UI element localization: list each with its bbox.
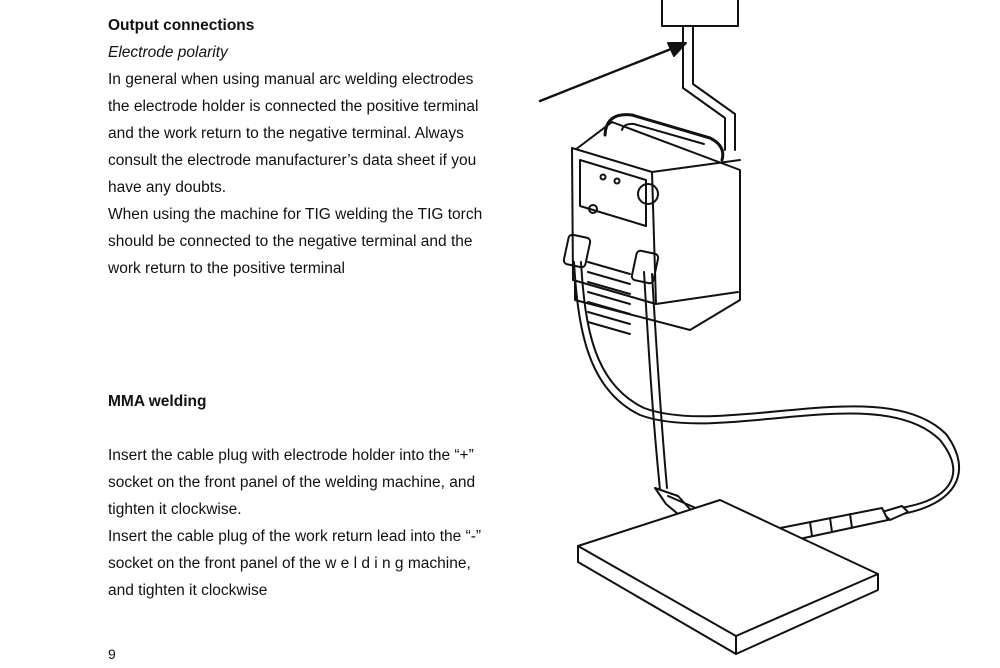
paragraph-line: When using the machine for TIG welding t…: [108, 206, 483, 223]
section-subheading: Electrode polarity: [108, 44, 228, 61]
paragraph-line: socket on the front panel of the w e l d…: [108, 555, 471, 572]
work-return-cable: [643, 271, 661, 491]
section-heading: MMA welding: [108, 393, 207, 410]
output-connections-section: Output connections Electrode polarity In…: [108, 12, 528, 282]
paragraph-line: socket on the front panel of the welding…: [108, 474, 476, 491]
paragraph-line: should be connected to the negative term…: [108, 233, 473, 250]
power-cord: [682, 25, 726, 151]
paragraph-line: and the work return to the negative term…: [108, 125, 464, 142]
electrode-cable: [573, 261, 955, 509]
arrow-icon: [538, 45, 678, 103]
paragraph-line: the electrode holder is connected the po…: [108, 98, 479, 115]
paragraph-line: Insert the cable plug of the work return…: [108, 528, 482, 545]
paragraph-line: work return to the positive terminal: [108, 260, 345, 277]
paragraph-line: Insert the cable plug with electrode hol…: [108, 447, 474, 464]
power-outlet-box: [661, 0, 739, 27]
paragraph-line: and tighten it clockwise: [108, 582, 268, 599]
section-heading: Output connections: [108, 17, 255, 34]
paragraph-line: have any doubts.: [108, 179, 227, 196]
paragraph-line: In general when using manual arc welding…: [108, 71, 474, 88]
mma-welding-section: MMA welding Insert the cable plug with e…: [108, 388, 538, 604]
page-number: 9: [108, 646, 116, 662]
paragraph-line: tighten it clockwise.: [108, 501, 242, 518]
paragraph-line: consult the electrode manufacturer’s dat…: [108, 152, 477, 169]
